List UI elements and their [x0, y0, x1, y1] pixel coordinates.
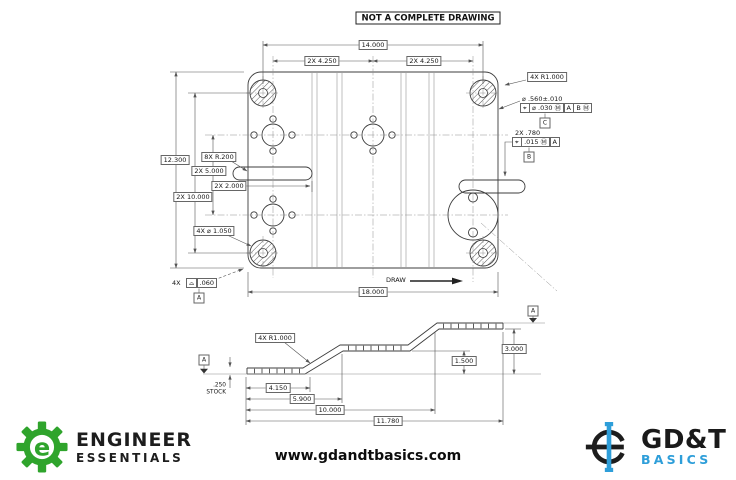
dim-step-2: 5.900 — [289, 394, 315, 404]
engineer-essentials-gear-icon: e — [16, 421, 68, 473]
dim-hole-span: 2X 10.000 — [173, 192, 213, 202]
fcf-tolerance: ⌀ .030 Ⓜ — [529, 103, 565, 113]
gdt-position-icon — [585, 422, 625, 472]
dim-corner-hole: 4X ⌀ 1.050 — [193, 226, 235, 236]
datum-feature-symbols — [200, 315, 537, 374]
datum-flag-a-left: A — [198, 354, 210, 366]
bolt-hole-patterns — [250, 115, 396, 235]
dim-overall-width: 14.000 — [358, 40, 388, 50]
dim-overall-formed-length: 11.780 — [373, 416, 403, 426]
dim-row-spacing: 2X 5.000 — [191, 166, 227, 176]
datum-flag-c: C — [539, 117, 551, 129]
side-view — [200, 315, 545, 425]
right-notch — [458, 179, 526, 194]
bend-lines — [311, 73, 435, 267]
brand-left-subname: ESSENTIALS — [76, 450, 184, 465]
dim-overall-height: 12.300 — [160, 155, 190, 165]
fcf-tolerance: .060 — [196, 278, 218, 288]
dim-spacing-left: 2X 4.250 — [304, 56, 340, 66]
brand-right-subname: BASICS — [641, 452, 712, 467]
profile-fcf: ⌓ .060 — [186, 278, 218, 288]
gdt-basics-logo: GD&T BASICS — [584, 422, 726, 472]
left-notch — [232, 166, 313, 181]
fcf-tolerance: .015 Ⓜ — [521, 137, 551, 147]
draw-direction-label: DRAW — [386, 276, 406, 284]
dim-corner-radius: 4X R1.000 — [527, 72, 567, 82]
dim-bend-radius: 4X R1.000 — [255, 333, 295, 343]
formed-profile-top — [247, 322, 503, 369]
dim-notch-radius: 8X R.200 — [201, 152, 237, 162]
datum-flag-a-right: A — [527, 305, 539, 317]
engineer-essentials-logo: e ENGINEER ESSENTIALS — [16, 421, 192, 473]
stock-thickness-note: .250 STOCK — [206, 383, 226, 396]
hole-position-fcf: ⌖ ⌀ .030 Ⓜ A B Ⓜ — [520, 103, 593, 113]
fcf-datum-2: B Ⓜ — [573, 103, 593, 113]
draw-direction-arrow — [452, 277, 463, 285]
section-ticks — [254, 323, 499, 374]
centerlines — [205, 56, 558, 292]
not-complete-banner: NOT A COMPLETE DRAWING — [355, 11, 501, 25]
top-view — [170, 41, 558, 297]
side-view-dimensions — [228, 328, 521, 425]
stock-value: .250 — [213, 382, 226, 389]
slot-position-fcf: ⌖ .015 Ⓜ A — [512, 137, 560, 147]
profile-symbol: ⌓ — [186, 278, 198, 288]
svg-text:e: e — [34, 433, 50, 461]
dim-step-3: 10.000 — [315, 405, 345, 415]
datum-flag-a: A — [193, 292, 205, 304]
dim-notch-depth: 2X 2.000 — [211, 181, 247, 191]
dim-overall-length: 18.000 — [358, 287, 388, 297]
datum-flag-b: B — [523, 151, 535, 163]
dim-mid-height: 1.500 — [451, 356, 477, 366]
dim-spacing-right: 2X 4.250 — [406, 56, 442, 66]
website-url: www.gdandtbasics.com — [274, 448, 462, 464]
hole-size-callout: ⌀ .560±.010 — [522, 95, 563, 103]
dim-step-1: 4.150 — [265, 383, 291, 393]
brand-right-name: GD&T — [641, 425, 727, 455]
profile-qty: 4X — [172, 279, 181, 287]
stock-word: STOCK — [206, 389, 226, 395]
slot-size-callout: 2X .780 — [515, 129, 541, 137]
dim-top-height: 3.000 — [501, 344, 527, 354]
brand-left-name: ENGINEER — [76, 428, 193, 451]
fcf-datum-1: A — [549, 137, 560, 147]
